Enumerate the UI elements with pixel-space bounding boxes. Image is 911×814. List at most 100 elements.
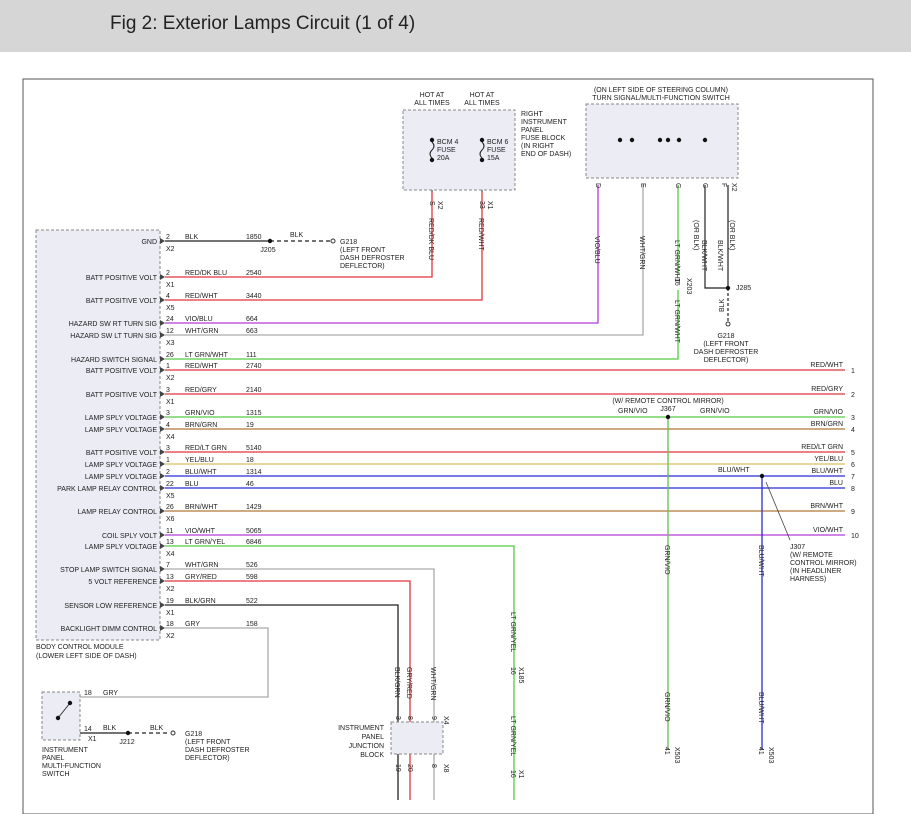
- ground-label: G218: [717, 333, 734, 340]
- bcm-pin-number: 11: [166, 528, 173, 535]
- bcm-pin-number: 2: [166, 270, 170, 277]
- bcm-pin-number: 13: [166, 539, 174, 546]
- connector-id: X1: [517, 770, 524, 779]
- wire-color-label: BLK: [150, 725, 164, 732]
- bcm-circuit-number: 158: [246, 621, 258, 628]
- bcm-subtitle: (LOWER LEFT SIDE OF DASH): [36, 653, 137, 660]
- bcm-pin-number: 26: [166, 352, 174, 359]
- wire-color-label: BLK: [719, 298, 726, 312]
- output-wire-label: BLU/WHT: [812, 468, 844, 475]
- pin-arrow-icon: [160, 485, 165, 491]
- bcm-connector-id: X2: [166, 375, 175, 382]
- bcm-connector-id: X1: [166, 282, 175, 289]
- junction-block-title: JUNCTION: [349, 743, 384, 750]
- bcm-circuit-number: 19: [246, 422, 254, 429]
- junction-top-pin: 8: [406, 716, 413, 720]
- pin-arrow-icon: [160, 426, 165, 432]
- bcm-connector-id: X4: [166, 551, 175, 558]
- splice-label: J212: [119, 739, 134, 746]
- fuse-name: BCM 4: [437, 139, 459, 146]
- bcm-circuit-number: 111: [246, 352, 257, 359]
- bcm-pin-label: HAZARD SWITCH SIGNAL: [71, 357, 157, 364]
- output-number: 4: [851, 427, 855, 434]
- connector-id: X185: [517, 667, 524, 683]
- bcm-pin-number: 1: [166, 363, 170, 370]
- fuse-name: FUSE: [487, 147, 506, 154]
- fuse-name: 15A: [487, 155, 500, 162]
- wire-blk-grn-down: [165, 604, 399, 800]
- connector-pin: 16: [673, 278, 680, 286]
- bcm-pin-label: HAZARD SW RT TURN SIG: [69, 321, 157, 328]
- fuse-name: 20A: [437, 155, 450, 162]
- bcm-circuit-number: 2540: [246, 270, 262, 277]
- output-wire-label: RED/LT GRN: [801, 444, 843, 451]
- bcm-circuit-number: 5065: [246, 528, 262, 535]
- bcm-pin-label: PARK LAMP RELAY CONTROL: [57, 486, 157, 493]
- fuse-hot-label: ALL TIMES: [464, 100, 500, 107]
- splice-j307: [759, 473, 765, 479]
- ground-label: (LEFT FRONT: [340, 247, 386, 254]
- fuse-name: FUSE: [437, 147, 456, 154]
- fuse-connector: X2: [436, 201, 443, 210]
- ip-switch-label: SWITCH: [42, 771, 70, 778]
- turn-switch-pin: D: [594, 183, 601, 188]
- junction-wire-label: BLK/GRN: [393, 667, 400, 698]
- output-wire-label: RED/WHT: [810, 362, 843, 369]
- switch-wire-label: BLK/WHT: [716, 240, 723, 272]
- output-wire-label: BLU: [829, 480, 843, 487]
- switch-dot: [657, 137, 663, 143]
- output-number: 10: [851, 533, 859, 540]
- switch-wire-label: LT GRN/WHT: [673, 240, 680, 284]
- wire-color-label: GRN/VIO: [700, 408, 730, 415]
- pin-arrow-icon: [160, 332, 165, 338]
- ip-switch-box: [41, 691, 81, 741]
- junction-top-pin: 9: [430, 716, 437, 720]
- bcm-pin-label: LAMP SPLY VOLTAGE: [85, 427, 157, 434]
- bcm-pin-number: 7: [166, 562, 170, 569]
- wires-layer: [80, 112, 845, 800]
- bcm-wire-color: YEL/BLU: [185, 457, 214, 464]
- wire-red-dk-blu: [165, 192, 433, 278]
- pin-arrow-icon: [160, 543, 165, 549]
- bcm-pin-number: 2: [166, 469, 170, 476]
- output-number: 3: [851, 415, 855, 422]
- bcm-wire-color: RED/DK BLU: [185, 270, 227, 277]
- bcm-circuit-number: 18: [246, 457, 254, 464]
- bcm-circuit-number: 3440: [246, 293, 262, 300]
- fuse-hot-label: HOT AT: [470, 92, 495, 99]
- pin-arrow-icon: [160, 602, 165, 608]
- connector-pin: 41: [757, 747, 764, 755]
- fuse-hot-label: ALL TIMES: [414, 100, 450, 107]
- bcm-wire-color: VIO/BLU: [185, 316, 213, 323]
- junction-block-title: INSTRUMENT: [338, 725, 385, 732]
- junction-block-title: PANEL: [362, 734, 385, 741]
- bcm-pin-label: BATT POSITIVE VOLT: [86, 368, 158, 375]
- bcm-circuit-number: 6846: [246, 539, 262, 546]
- switch-dot: [55, 715, 61, 721]
- fuse-wire-label: RED/WHT: [477, 218, 484, 251]
- switch-wire-label: VIO/BLU: [593, 236, 600, 264]
- connector-wire-label: GRN/VIO: [663, 545, 670, 575]
- bcm-wire-color: RED/LT GRN: [185, 445, 227, 452]
- wire-color-label: BLU/WHT: [718, 467, 750, 474]
- connector-wire-label: LT GRN/YEL: [509, 612, 516, 652]
- pin-arrow-icon: [160, 391, 165, 397]
- bcm-pin-label: LAMP SPLY VOLTAGE: [85, 415, 157, 422]
- switch-dot: [665, 137, 671, 143]
- components-layer: [35, 103, 765, 755]
- bcm-wire-color: RED/GRY: [185, 387, 217, 394]
- bcm-connector-id: X4: [166, 434, 175, 441]
- connector-wire-label: LT GRN/YEL: [509, 716, 516, 756]
- bcm-connector-id: X2: [166, 246, 175, 253]
- bcm-pin-number: 1: [166, 457, 170, 464]
- fuse-block-title: PANEL: [521, 127, 544, 134]
- connector-pin: 14: [84, 726, 92, 733]
- connector-wire-label: BLU/WHT: [757, 692, 764, 724]
- output-number: 8: [851, 486, 855, 493]
- fuse-pin: 33: [478, 201, 485, 209]
- bcm-wire-color: GRY/RED: [185, 574, 217, 581]
- bcm-pin-number: 22: [166, 481, 174, 488]
- bcm-pin-label: LAMP SPLY VOLTAGE: [85, 544, 157, 551]
- splice-label: J285: [736, 285, 751, 292]
